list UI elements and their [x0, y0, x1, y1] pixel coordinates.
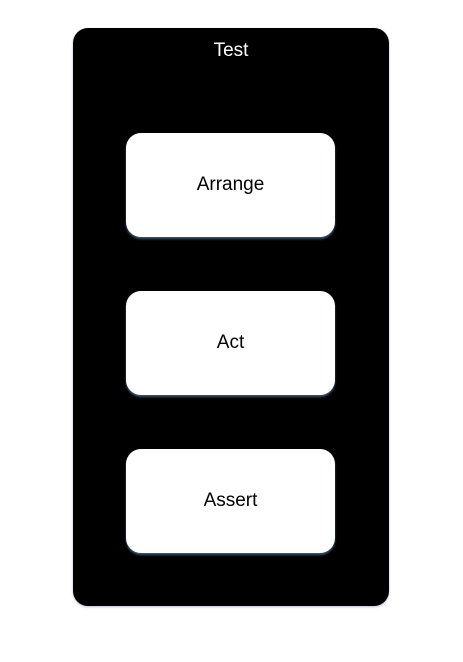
arrange-step: Arrange: [126, 133, 335, 237]
assert-step: Assert: [126, 449, 335, 553]
act-step-label: Act: [216, 332, 245, 353]
arrange-step-label: Arrange: [196, 174, 265, 195]
test-container: Test Arrange Act Assert: [73, 28, 389, 606]
assert-step-label: Assert: [203, 490, 258, 511]
test-title: Test: [213, 40, 249, 61]
act-step: Act: [126, 291, 335, 395]
